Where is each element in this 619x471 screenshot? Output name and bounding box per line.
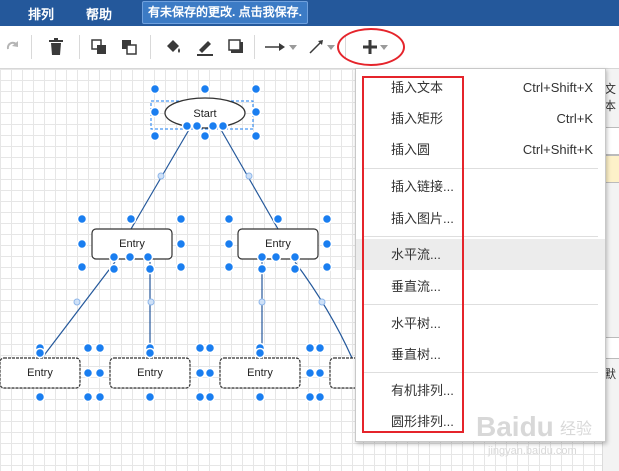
menu-item-organic-layout[interactable]: 有机排列...	[391, 383, 454, 398]
entry-node-mid-right[interactable]: Entry	[237, 228, 319, 260]
start-node[interactable]: Start	[150, 97, 254, 130]
redo-button[interactable]	[2, 34, 24, 60]
menu-divider	[363, 168, 598, 169]
menu-item-insert-text[interactable]: 插入文本 Ctrl+Shift+X	[391, 80, 593, 95]
watermark-suffix: 经验	[560, 420, 592, 438]
baidu-watermark: Baidu 经验 jingyan.baidu.com	[476, 411, 592, 457]
format-swatch[interactable]	[604, 127, 619, 155]
start-node-label: Start	[193, 108, 216, 120]
format-field[interactable]	[604, 337, 619, 359]
entry-label: Entry	[247, 367, 273, 379]
menu-item-horizontal-tree[interactable]: 水平树...	[391, 316, 441, 331]
redo-icon	[6, 41, 18, 50]
to-back-button[interactable]	[118, 34, 140, 60]
watermark-brand: Baidu	[476, 411, 554, 442]
selection-handles[interactable]	[34, 83, 333, 403]
entry-node-bottom-1[interactable]: Entry	[0, 357, 81, 389]
toolbar	[0, 26, 619, 69]
format-swatch[interactable]	[604, 155, 619, 183]
fill-color-button[interactable]	[161, 34, 185, 60]
menu-item-insert-image[interactable]: 插入图片...	[391, 211, 454, 226]
menu-divider	[363, 304, 598, 305]
menu-divider	[363, 372, 598, 373]
menu-divider	[363, 236, 598, 237]
delete-button[interactable]	[44, 34, 68, 60]
entry-label: Entry	[137, 367, 163, 379]
entry-node-mid-left[interactable]: Entry	[91, 228, 173, 260]
delete-icon	[49, 38, 63, 55]
format-panel-label: 默	[604, 367, 617, 381]
to-back-icon	[122, 40, 137, 55]
entry-label: Entry	[27, 367, 53, 379]
edge-handles	[73, 172, 326, 306]
menu-item-insert-ellipse[interactable]: 插入圆 Ctrl+Shift+K	[391, 142, 593, 157]
entry-node-bottom-3[interactable]: Entry	[219, 357, 301, 389]
menu-item-insert-link[interactable]: 插入链接...	[391, 179, 454, 194]
shadow-button[interactable]	[225, 34, 247, 60]
entry-label: Entry	[265, 238, 291, 250]
waypoints-icon	[308, 40, 323, 54]
fill-color-icon	[167, 40, 180, 53]
menu-item-insert-rectangle[interactable]: 插入矩形 Ctrl+K	[391, 111, 593, 126]
insert-menu: 插入文本 Ctrl+Shift+X 插入矩形 Ctrl+K 插入圆 Ctrl+S…	[355, 68, 606, 442]
watermark-url: jingyan.baidu.com	[487, 445, 577, 457]
to-front-icon	[91, 39, 106, 54]
menu-item-vertical-flow[interactable]: 垂直流...	[391, 279, 441, 294]
connection-style-button[interactable]	[262, 34, 298, 60]
format-panel-text-tab[interactable]: 文本	[604, 82, 617, 113]
line-color-button[interactable]	[193, 34, 217, 60]
menu-arrange[interactable]: 排列	[28, 7, 55, 22]
line-color-icon	[197, 41, 213, 56]
entry-label: Entry	[119, 238, 145, 250]
connection-style-icon	[264, 43, 285, 51]
menu-help[interactable]: 帮助	[86, 7, 113, 22]
shadow-icon	[228, 39, 243, 53]
waypoints-button[interactable]	[305, 34, 337, 60]
menu-item-horizontal-flow[interactable]: 水平流...	[356, 239, 605, 270]
to-front-button[interactable]	[88, 34, 110, 60]
menu-item-vertical-tree[interactable]: 垂直树...	[391, 347, 441, 362]
diagram-svg: Start Entry Entry Entry Entry Entry	[0, 83, 371, 403]
menu-bar: 排列 帮助 有未保存的更改. 点击我保存.	[0, 0, 619, 26]
highlight-ellipse-annotation	[337, 28, 405, 66]
unsaved-changes-notice[interactable]: 有未保存的更改. 点击我保存.	[142, 1, 309, 24]
menu-item-circle-layout[interactable]: 圆形排列...	[391, 414, 454, 429]
entry-node-bottom-2[interactable]: Entry	[109, 357, 191, 389]
